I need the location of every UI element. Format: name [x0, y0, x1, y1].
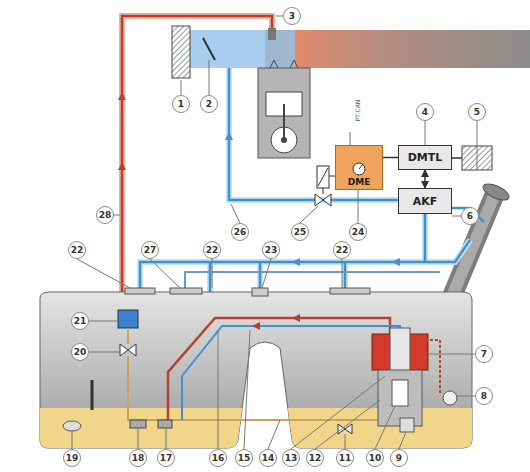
callout-number: 27	[141, 241, 159, 259]
callout-number: 19	[63, 449, 81, 467]
injector	[268, 28, 276, 40]
purge-valve	[315, 194, 331, 206]
jet-pump-18	[130, 420, 146, 428]
signal-connector	[383, 157, 398, 159]
air-filter	[172, 26, 190, 78]
solenoid	[317, 166, 329, 188]
callout-number: 18	[129, 449, 147, 467]
callout-number: 3	[283, 7, 301, 25]
callout-number: 22	[203, 241, 221, 259]
intake-pipe	[295, 30, 530, 68]
callout-number: 6	[461, 207, 479, 225]
callout-number: 23	[262, 241, 280, 259]
callout-number: 12	[306, 449, 324, 467]
return-line	[168, 318, 390, 420]
callout-number: 26	[231, 223, 249, 241]
sensor-symbol	[351, 161, 367, 177]
throttle	[203, 38, 215, 60]
intake-duct	[190, 30, 265, 68]
leader-lines	[72, 16, 477, 449]
component-box: DME	[335, 145, 383, 190]
valve-11	[338, 424, 352, 434]
callout-number: 20	[71, 343, 89, 361]
callout-number: 11	[336, 449, 354, 467]
jet-pump-17	[158, 420, 172, 428]
float-8	[443, 391, 457, 405]
valve-20	[120, 344, 136, 356]
callout-number: 22	[68, 241, 86, 259]
signal-connector	[424, 170, 426, 188]
callout-number: 4	[416, 103, 434, 121]
callout-number: 22	[333, 241, 351, 259]
callout-number: 17	[157, 449, 175, 467]
callout-number: 13	[282, 449, 300, 467]
purge-line	[229, 68, 398, 200]
callout-number: 1	[172, 95, 190, 113]
component-box: AKF	[398, 188, 452, 214]
box-label: AKF	[413, 195, 438, 208]
callout-number: 8	[475, 387, 493, 405]
filter-19	[63, 421, 81, 431]
fuel-feed-line	[122, 16, 272, 292]
callout-number: 16	[209, 449, 227, 467]
box-label: DME	[348, 177, 371, 187]
callout-number: 28	[96, 206, 114, 224]
callout-number: 24	[349, 223, 367, 241]
filter-9	[400, 418, 414, 432]
callout-number: 7	[475, 345, 493, 363]
cylinder	[258, 68, 310, 158]
callout-number: 25	[291, 223, 309, 241]
vent-line	[140, 214, 470, 292]
box-label: DMTL	[408, 151, 443, 164]
callout-number: 14	[259, 449, 277, 467]
valve-21	[118, 310, 138, 328]
component-box: DMTL	[398, 145, 452, 170]
callout-number: 21	[71, 312, 89, 330]
filler-neck	[448, 196, 494, 306]
callout-number: 10	[366, 449, 384, 467]
callout-number: 2	[200, 95, 218, 113]
bus-label: PT-CAN	[354, 100, 361, 122]
callout-number: 15	[235, 449, 253, 467]
callout-number: 5	[468, 103, 486, 121]
callout-number: 9	[390, 449, 408, 467]
